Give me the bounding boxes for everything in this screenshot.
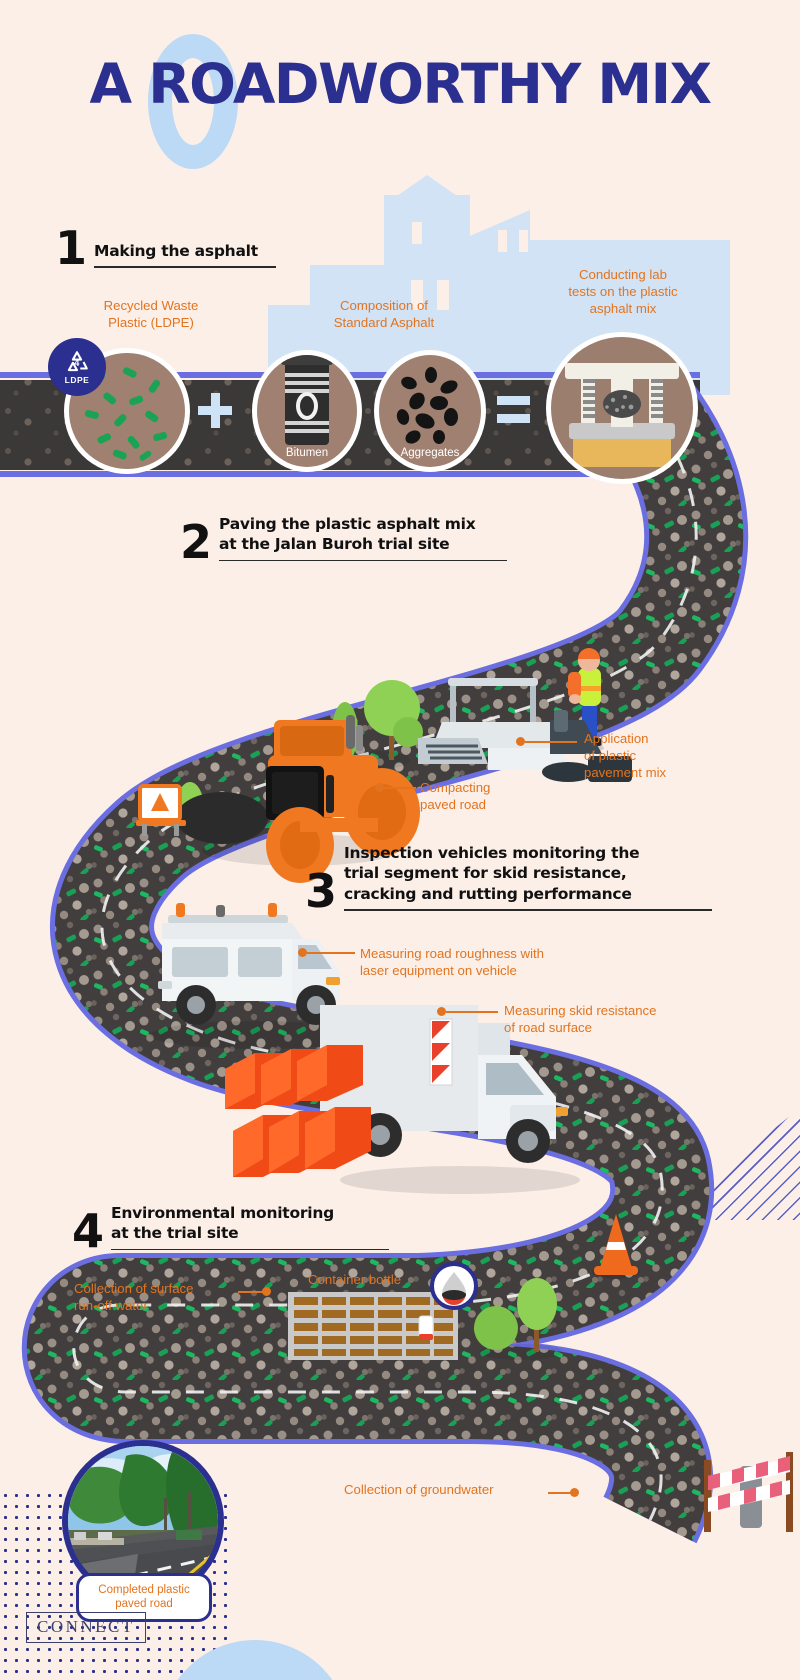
step-4-heading: 4 Environmental monitoring at the trial … xyxy=(72,1203,390,1258)
step-1-heading: 1 Making the asphalt xyxy=(55,221,277,275)
step-2-heading: 2 Paving the plastic asphalt mix at the … xyxy=(180,514,508,569)
annotation-dot-compacting xyxy=(375,783,384,792)
container-bottle-icon xyxy=(442,1272,466,1305)
decorative-window xyxy=(519,230,528,252)
road-work-barrier-sign xyxy=(136,784,186,836)
label-recycled-plastic: Recycled Waste Plastic (LDPE) xyxy=(103,298,199,330)
step-3-heading: 3 Inspection vehicles monitoring the tri… xyxy=(305,843,713,919)
page-title: A ROADWORTHY MIX xyxy=(89,52,713,116)
label-standard-asphalt: Composition of Standard Asphalt xyxy=(333,298,435,330)
annotation-line-application xyxy=(525,741,577,743)
annotation-collection-groundwater: Collection of groundwater xyxy=(344,1482,494,1497)
plus-operator-icon xyxy=(198,393,232,428)
skid-resistance-truck-vehicle xyxy=(320,1005,580,1194)
annotation-line-runoff xyxy=(238,1291,264,1293)
plastic-pellets-graphic xyxy=(84,367,168,461)
tree-cluster xyxy=(474,1278,563,1360)
circle-recycled-plastic xyxy=(64,348,190,474)
ldpe-recycling-badge: 4 LDPE xyxy=(48,338,106,396)
annotation-dot-groundwater xyxy=(570,1488,579,1497)
svg-text:4: 4 xyxy=(74,358,79,368)
step-3-rule xyxy=(344,909,713,911)
recycle-icon: 4 xyxy=(67,351,88,372)
groundwater-well-barrier xyxy=(704,1452,793,1532)
step-4-rule xyxy=(111,1248,390,1251)
decorative-window xyxy=(411,280,423,310)
step-1-title: Making the asphalt xyxy=(94,241,258,260)
inspection-van-vehicle xyxy=(150,903,366,1049)
step-3-title: Inspection vehicles monitoring the trial… xyxy=(344,844,640,903)
annotation-dot-skid xyxy=(437,1007,446,1016)
annotation-measuring-skid-resistance: Measuring skid resistance of road surfac… xyxy=(504,1003,657,1035)
annotation-dot-runoff xyxy=(262,1287,271,1296)
connect-logo: CONNECT xyxy=(26,1612,146,1643)
annotation-line-skid xyxy=(446,1011,498,1013)
runoff-collection-tray xyxy=(288,1292,458,1360)
annotation-container-bottle: Container bottle xyxy=(308,1272,402,1287)
step-1-number: 1 xyxy=(55,221,87,275)
circle-aggregates: Aggregates xyxy=(374,350,486,472)
orange-traffic-barriers xyxy=(225,1045,371,1177)
step-2-title: Paving the plastic asphalt mix at the Ja… xyxy=(219,515,476,554)
annotation-line-compacting xyxy=(384,787,416,789)
paving-scene-illustration xyxy=(173,648,632,883)
step-4-number: 4 xyxy=(72,1203,104,1258)
container-bottle-callout-bubble xyxy=(430,1262,478,1310)
truck-hazard-stripes xyxy=(429,1018,453,1086)
step-3-number: 3 xyxy=(305,864,337,919)
annotation-collection-runoff-water: Collection of surface run-off water xyxy=(74,1281,194,1313)
step-2-number: 2 xyxy=(180,514,212,569)
decorative-window xyxy=(437,280,449,310)
completed-road-photo xyxy=(62,1440,224,1602)
annotation-line-roughness xyxy=(307,952,355,954)
decorative-window xyxy=(498,230,507,252)
equals-operator-icon xyxy=(497,396,530,423)
road-roller-vehicle xyxy=(176,715,420,883)
completed-road-caption-pill: Completed plastic paved road xyxy=(76,1573,212,1622)
step-4-title: Environmental monitoring at the trial si… xyxy=(111,1204,334,1243)
annotation-application-of-mix: Application of plastic pavement mix xyxy=(584,731,667,780)
sample-bottle-in-tray xyxy=(418,1315,434,1340)
asphalt-paver-vehicle xyxy=(418,678,632,782)
aggregates-graphic xyxy=(396,367,458,444)
annotation-dot-roughness xyxy=(298,948,307,957)
circle-lab-test xyxy=(546,332,698,484)
step-1-rule xyxy=(94,266,277,268)
label-lab-tests: Conducting lab tests on the plastic asph… xyxy=(568,267,678,316)
ldpe-badge-code: LDPE xyxy=(64,375,90,385)
caption-bitumen: Bitumen xyxy=(285,447,329,459)
caption-aggregates: Aggregates xyxy=(400,447,460,459)
hazard-tape xyxy=(708,1456,790,1512)
annotation-line-groundwater xyxy=(548,1492,572,1494)
annotation-compacting-paved-road: Compacting paved road xyxy=(420,780,491,812)
compression-test-machine-graphic xyxy=(565,363,679,467)
bitumen-barrel-graphic xyxy=(281,355,333,445)
circle-bitumen: Bitumen xyxy=(252,350,362,472)
step-2-rule xyxy=(219,559,508,562)
annotation-dot-application xyxy=(516,737,525,746)
traffic-cone-icon xyxy=(592,1214,640,1279)
decorative-window xyxy=(412,222,422,244)
annotation-measuring-road-roughness: Measuring road roughness with laser equi… xyxy=(360,946,544,978)
